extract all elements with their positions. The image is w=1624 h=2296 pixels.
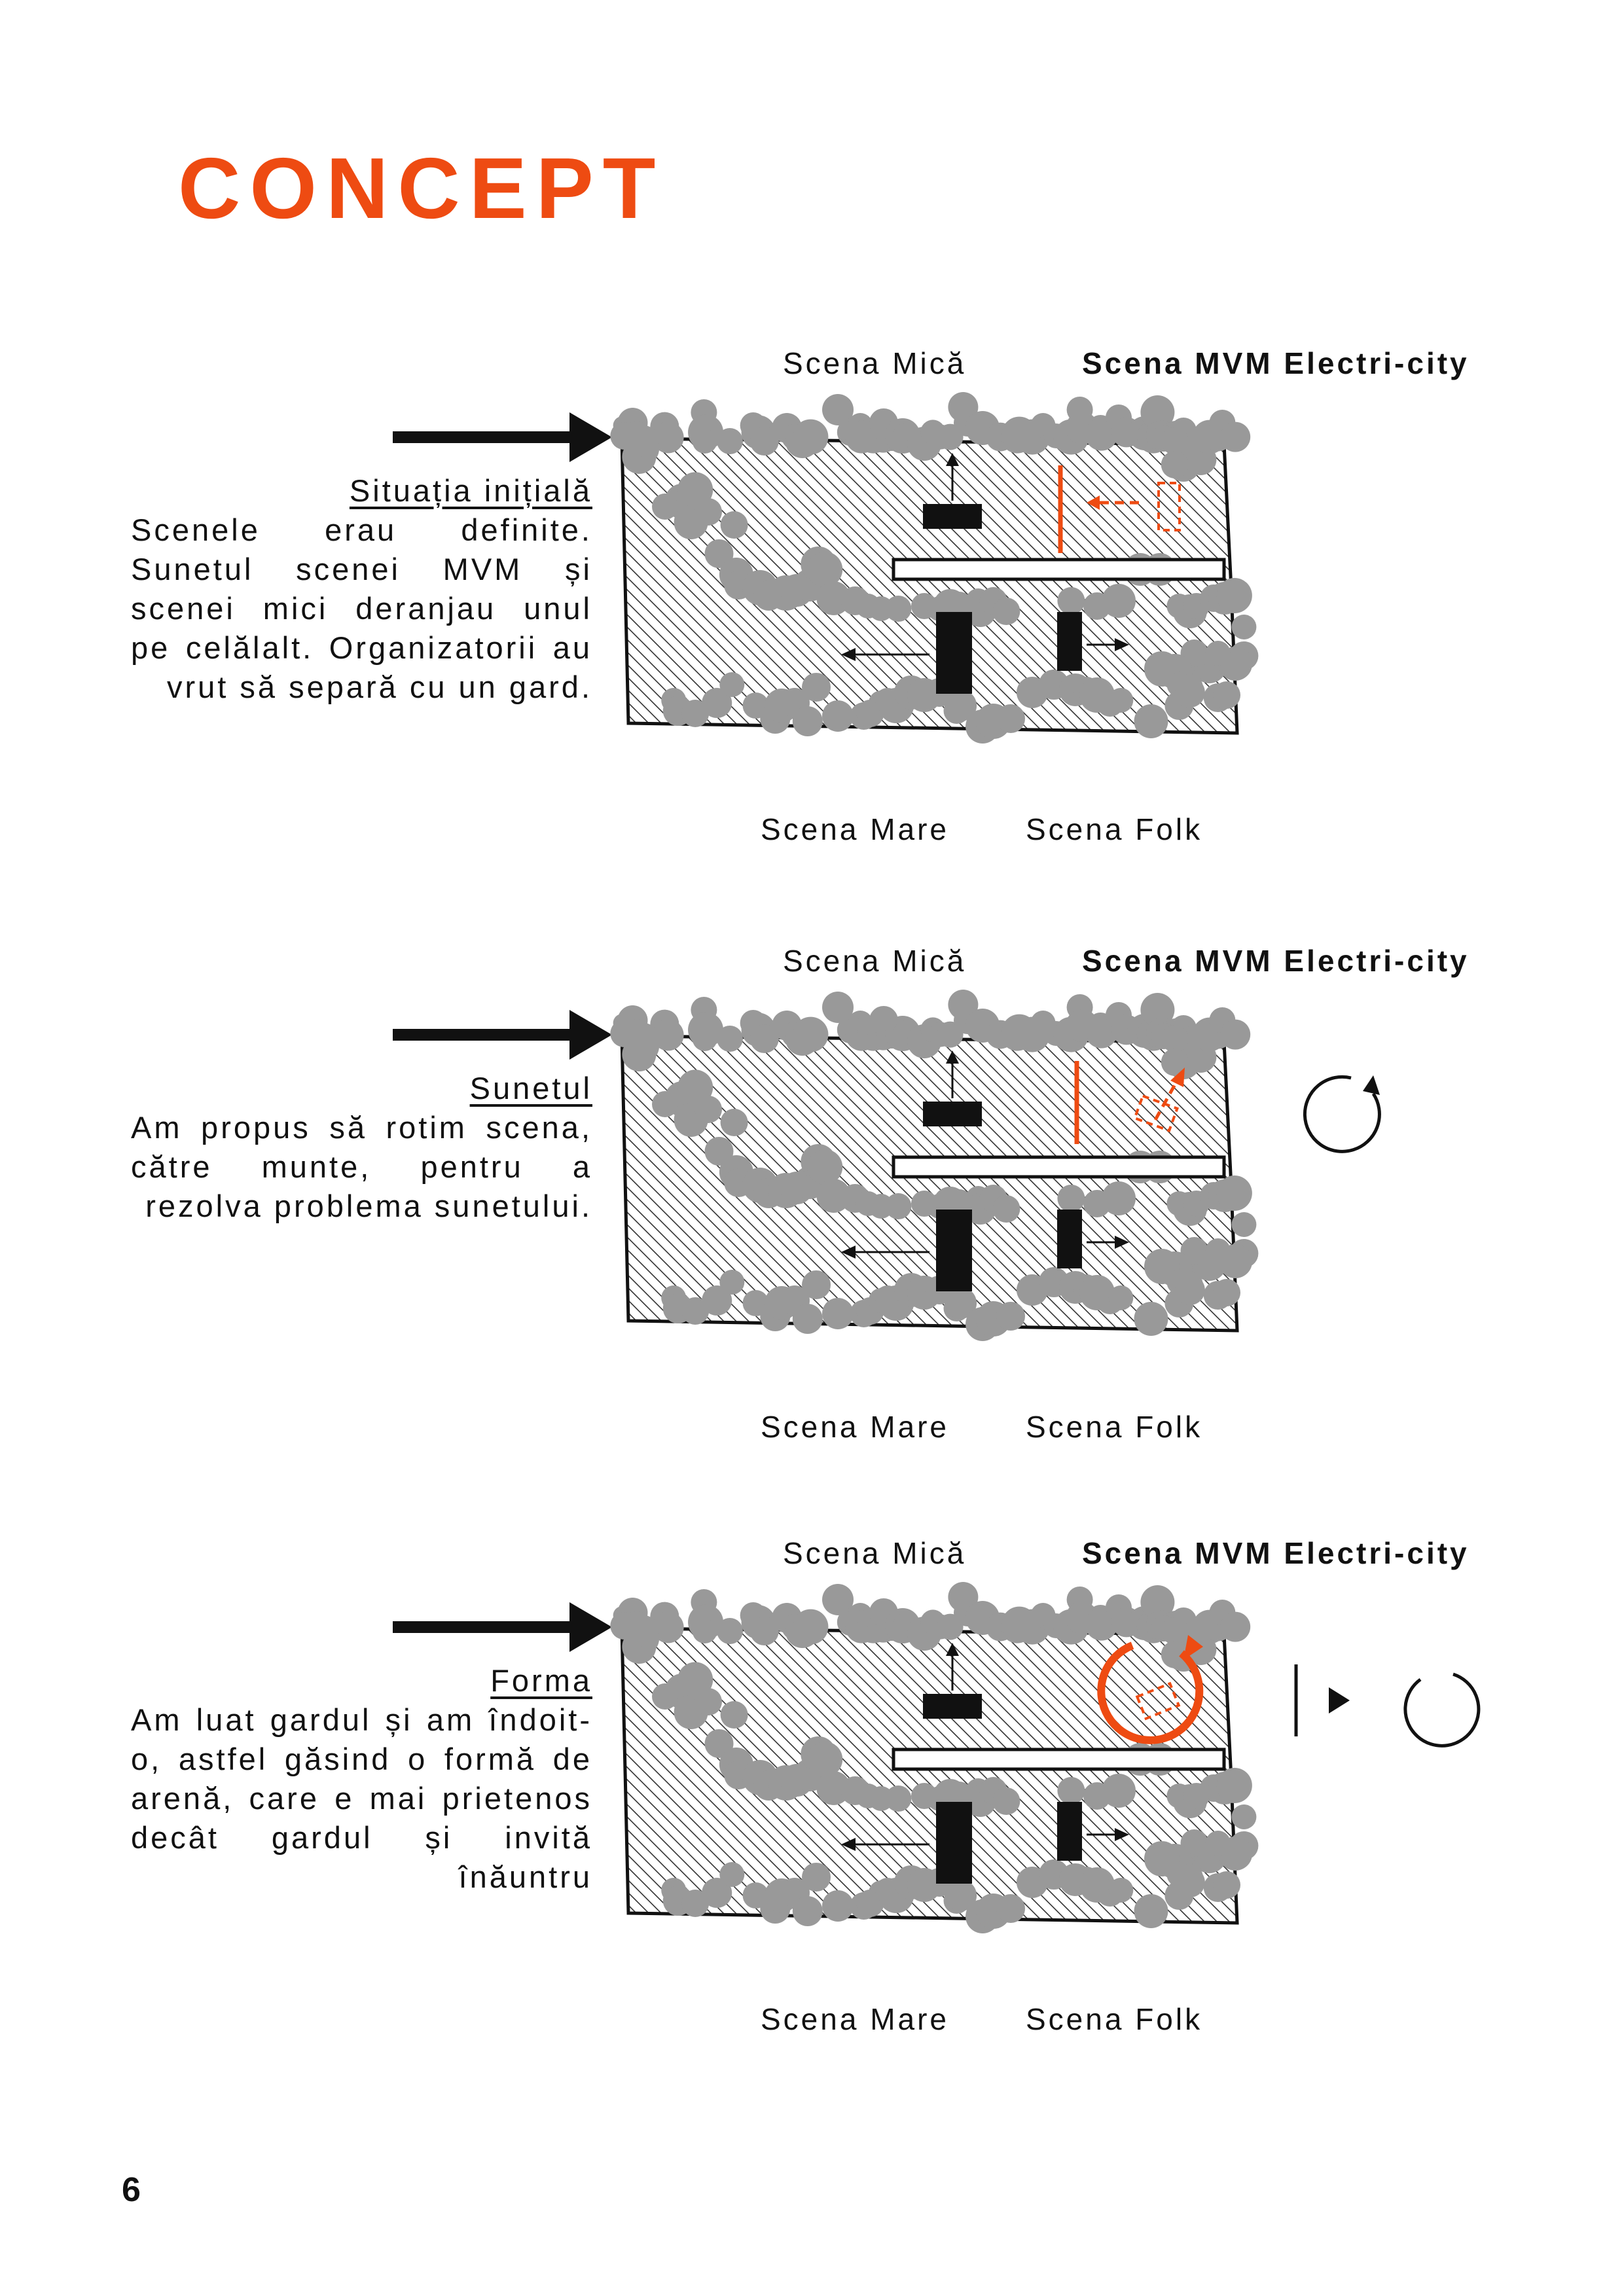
section-body: Am propus să rotim scena, către munte, p… [131, 1110, 592, 1223]
label-scena-mica: Scena Mică [783, 1536, 967, 1570]
concept-section-sound: Scena Mică Scena MVM Electri-city Scena … [0, 925, 1624, 1514]
site-plan-initial [393, 392, 1259, 744]
mvm-stage-original [1058, 465, 1181, 553]
section-body: Am luat gardul și am îndoit-o, astfel gă… [131, 1702, 592, 1894]
label-scena-mvm: Scena MVM Electri-city [1082, 1536, 1470, 1570]
section-heading: Forma [490, 1663, 592, 1698]
label-scena-folk: Scena Folk [1026, 1410, 1203, 1444]
site-plan-sound [393, 990, 1259, 1341]
section-text: Sunetul Am propus să rotim scena, către … [131, 1069, 592, 1226]
label-scena-mare: Scena Mare [761, 812, 950, 846]
concept-section-form: Scena Mică Scena MVM Electri-city Scena … [0, 1517, 1624, 2106]
label-scena-mica: Scena Mică [783, 346, 967, 380]
section-body: Scenele erau definite. Sunetul scenei MV… [131, 512, 592, 704]
section-heading: Sunetul [469, 1071, 592, 1105]
bend-transform-icon [1294, 1664, 1481, 1748]
label-scena-mare: Scena Mare [761, 1410, 950, 1444]
label-scena-mvm: Scena MVM Electri-city [1082, 346, 1470, 380]
mvm-stage-arena [1097, 1635, 1204, 1744]
site-base [393, 392, 1259, 744]
concept-section-initial: Scena Mică Scena MVM Electri-city Scena … [0, 327, 1624, 916]
mvm-stage-rotated [1074, 1061, 1185, 1144]
page-title: CONCEPT [178, 140, 665, 236]
site-base [393, 1582, 1259, 1933]
label-scena-folk: Scena Folk [1026, 812, 1203, 846]
label-scena-mica: Scena Mică [783, 944, 967, 978]
rotate-icon [1303, 1075, 1381, 1153]
section-text: Forma Am luat gardul și am îndoit-o, ast… [131, 1661, 592, 1897]
site-plan-form [393, 1582, 1259, 1933]
label-scena-folk: Scena Folk [1026, 2002, 1203, 2036]
section-heading: Situația inițială [349, 473, 592, 508]
section-text: Situația inițială Scenele erau definite.… [131, 471, 592, 707]
page-number: 6 [122, 2171, 141, 2209]
site-base [393, 990, 1259, 1341]
label-scena-mare: Scena Mare [761, 2002, 950, 2036]
label-scena-mvm: Scena MVM Electri-city [1082, 944, 1470, 978]
